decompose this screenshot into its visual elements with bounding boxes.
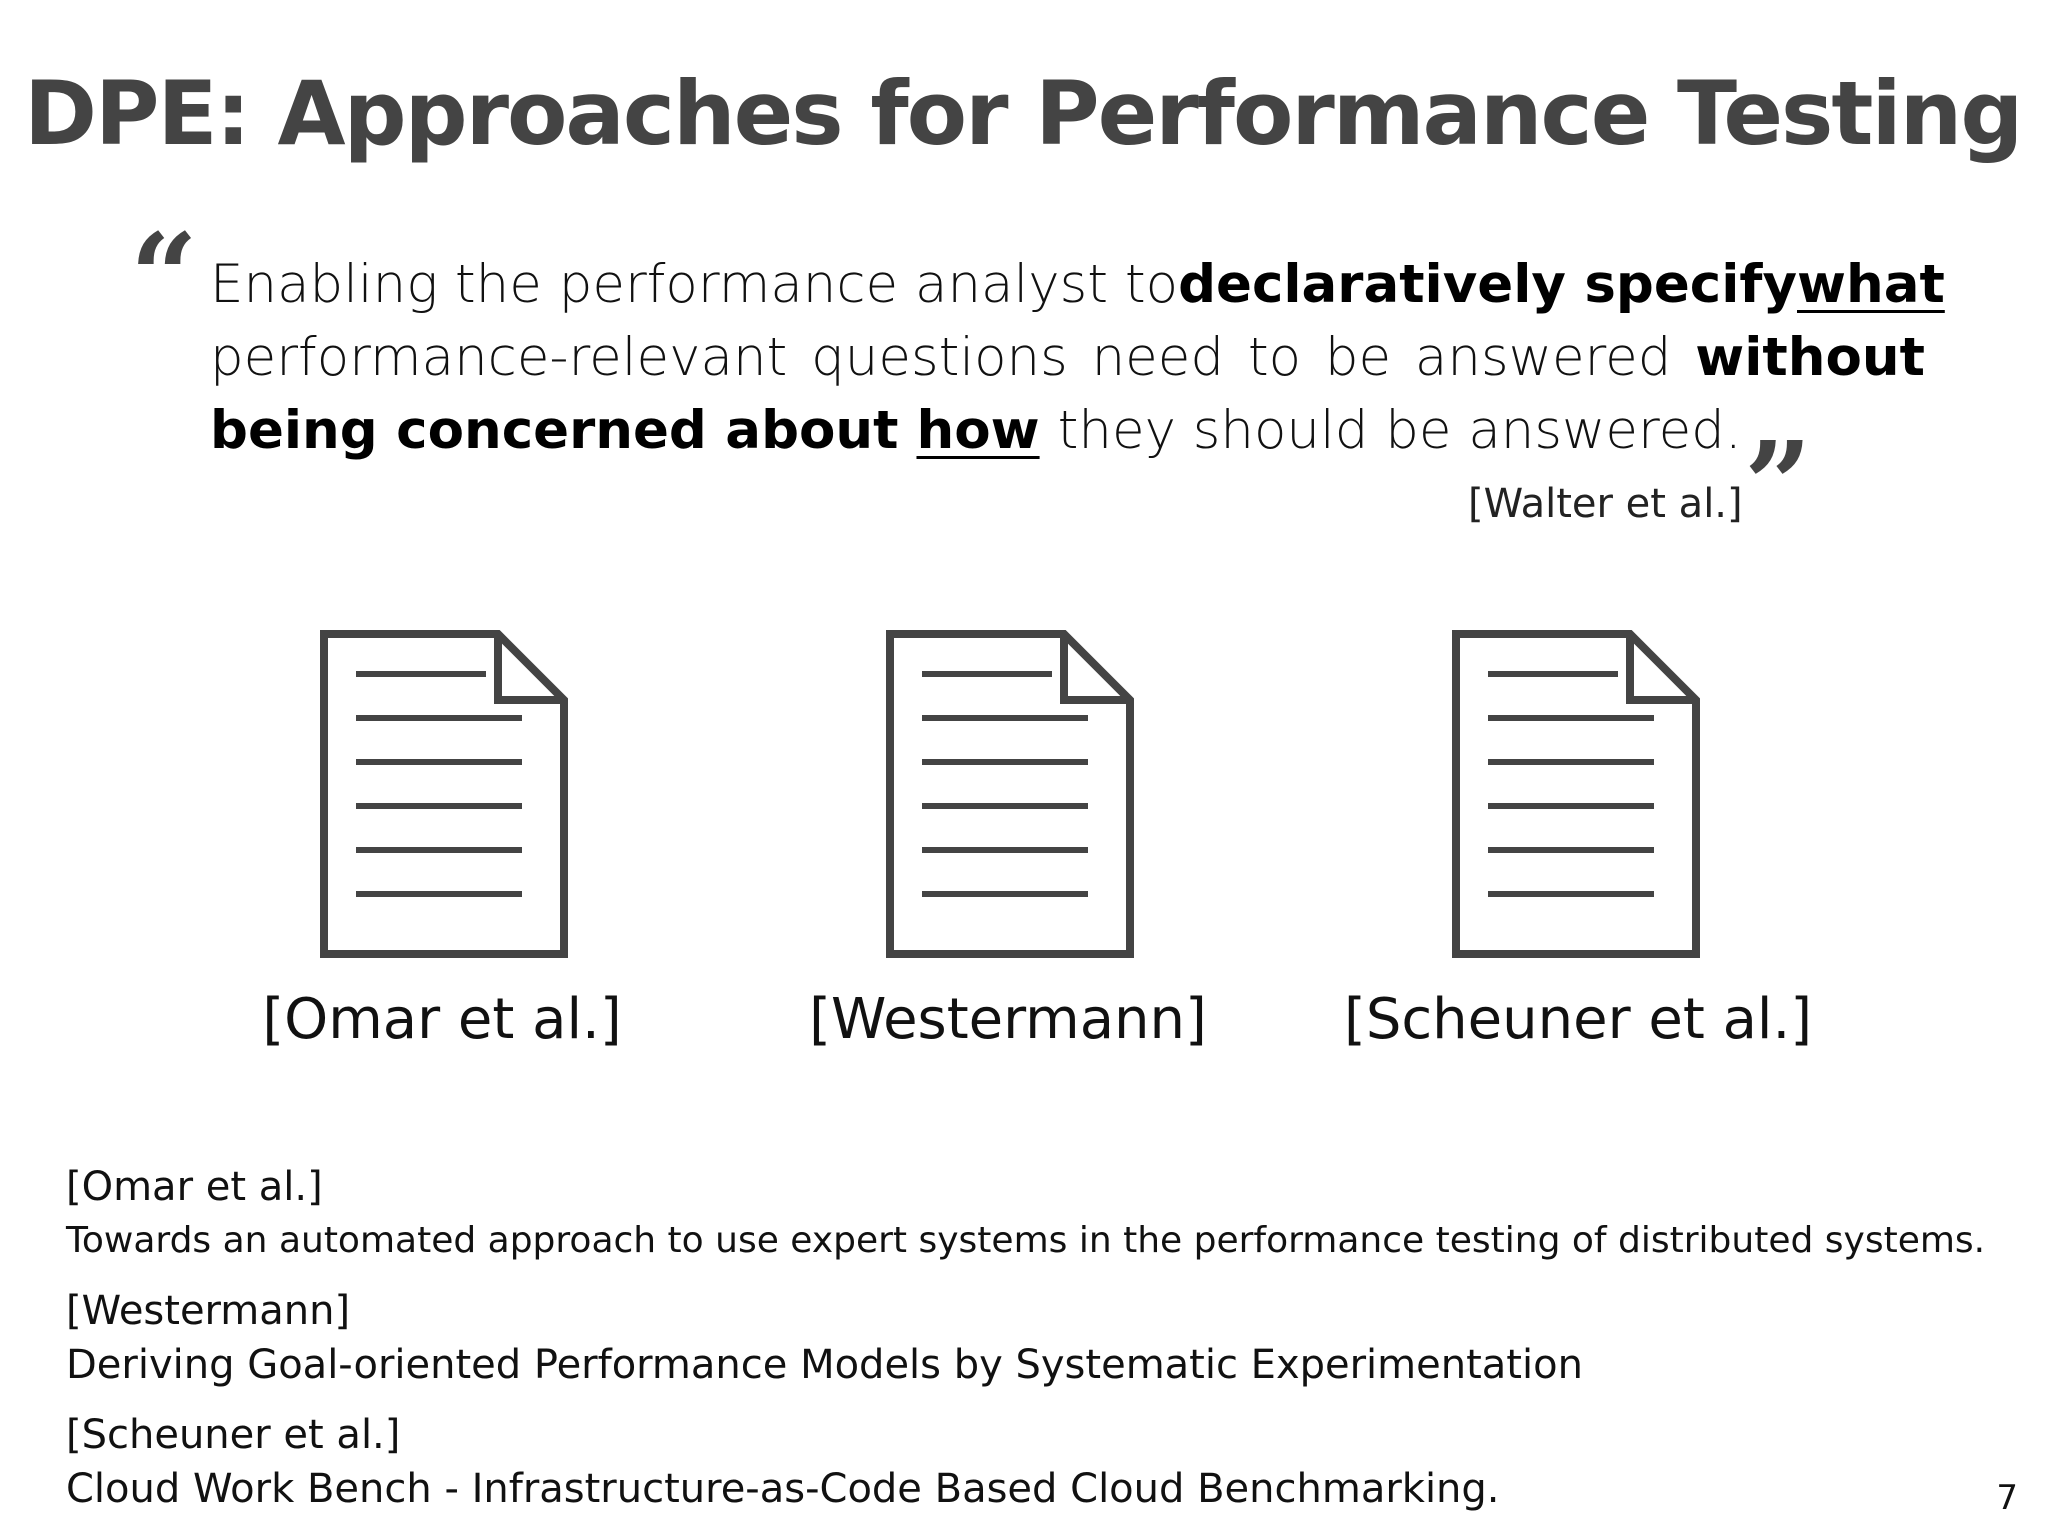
quote-word-without: without: [1695, 327, 1925, 388]
document-icon: [1452, 630, 1700, 958]
document-icon: [886, 630, 1134, 958]
reference-title-westermann: Deriving Goal-oriented Performance Model…: [66, 1342, 1583, 1388]
quote-word: to: [1247, 327, 1302, 388]
approach-label-scheuner: [Scheuner et al.]: [1344, 987, 1813, 1052]
reference-key-westermann: [Westermann]: [66, 1288, 351, 1334]
approach-label-westermann: [Westermann]: [809, 987, 1207, 1052]
reference-key-omar: [Omar et al.]: [66, 1164, 323, 1210]
slide-title: DPE: Approaches for Performance Testing: [24, 62, 2023, 165]
document-icon: [320, 630, 568, 958]
close-quote-mark: ”: [1744, 415, 1812, 554]
quote-word: performance-relevant: [210, 327, 788, 388]
quote-word: answered: [1414, 327, 1672, 388]
quote-line-2: performance-relevant questions need to b…: [210, 321, 1925, 394]
quote-attribution: [Walter et al.]: [1468, 481, 1743, 527]
quote-line-3: being concerned about how they should be…: [210, 394, 1925, 467]
quote-line1-plain: Enabling the performance analyst to: [210, 254, 1179, 315]
quote-word: need: [1091, 327, 1225, 388]
page-number: 7: [1996, 1478, 2018, 1518]
quote-word: questions: [811, 327, 1068, 388]
quote-line3-how: how: [916, 400, 1040, 461]
quote-word: be: [1324, 327, 1392, 388]
open-quote-mark: “: [130, 207, 198, 346]
quote-line-1: Enabling the performance analyst to decl…: [210, 248, 1945, 321]
quote-text: Enabling the performance analyst to decl…: [210, 248, 1945, 467]
quote-line3-bold: being concerned about: [210, 400, 899, 461]
reference-title-omar: Towards an automated approach to use exp…: [66, 1220, 1986, 1261]
reference-key-scheuner: [Scheuner et al.]: [66, 1412, 401, 1458]
quote-line3-plain: they should be answered.: [1057, 400, 1742, 461]
quote-line1-what: what: [1797, 254, 1945, 315]
reference-title-scheuner: Cloud Work Bench - Infrastructure-as-Cod…: [66, 1466, 1500, 1512]
approach-label-omar: [Omar et al.]: [262, 987, 622, 1052]
quote-line1-bold: declaratively specify: [1178, 254, 1797, 315]
